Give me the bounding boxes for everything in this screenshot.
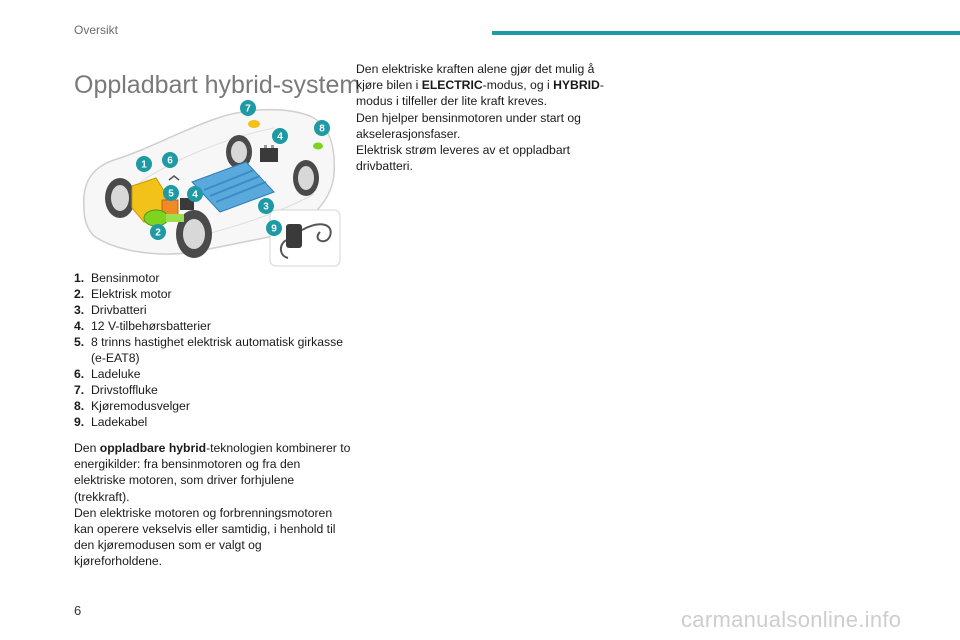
badge-8-label: 6 (167, 156, 173, 167)
badge-2-label: 2 (155, 228, 161, 239)
badge-3-label: 3 (263, 202, 269, 213)
page-number: 6 (74, 603, 82, 618)
legend-item: 7.Drivstoffluke (74, 383, 158, 397)
section-header: Oversikt (74, 23, 119, 37)
power-source-paragraph: Elektrisk strøm leveres av et oppladbart… (356, 143, 571, 174)
charging-cable (269, 209, 341, 267)
badge-9-label: 9 (271, 224, 277, 235)
accessory-battery-rear (260, 148, 278, 162)
legend-item: 5.8 trinns hastighet elektrisk automatis… (74, 335, 343, 365)
legend-item: 1.Bensinmotor (74, 271, 160, 285)
electric-motor (143, 209, 184, 227)
badge-4-rear-label: 4 (277, 132, 283, 143)
drive-mode-selector (168, 175, 180, 181)
legend-item: 3.Drivbatteri (74, 303, 147, 317)
badge-2 (150, 224, 166, 240)
badge-1-label: 1 (141, 160, 147, 171)
badge-4-front (187, 186, 203, 202)
intro-text: Den oppladbare hybrid-teknologien kombin… (74, 440, 352, 570)
legend-item: 2.Elektrisk motor (74, 287, 172, 301)
badge-6 (314, 120, 330, 136)
modes-paragraph: Den elektriske kraften alene gjør det mu… (356, 62, 604, 109)
badge-7 (240, 100, 256, 116)
hybrid-system-illustration: 1 6 5 4 2 3 4 7 8 9 (82, 100, 341, 267)
badge-4-rear (272, 128, 288, 144)
modes-text: Den elektriske kraften alene gjør det mu… (356, 61, 606, 174)
operation-paragraph: Den elektriske motoren og forbrenningsmo… (74, 505, 336, 569)
charging-flap (313, 142, 323, 150)
legend-item: 8.Kjøremodusvelger (74, 399, 190, 413)
rear-right-wheel (293, 160, 319, 196)
front-left-wheel (105, 178, 135, 218)
badge-5 (163, 185, 179, 201)
watermark: carmanualsonline.info (681, 607, 902, 632)
fuel-flap (248, 120, 260, 128)
legend-item: 6.Ladeluke (74, 367, 141, 381)
legend-item: 9.Ladekabel (74, 415, 148, 429)
badge-3 (258, 198, 274, 214)
page-title: Oppladbart hybrid-system (74, 70, 361, 99)
badge-5-label: 5 (168, 189, 174, 200)
traction-battery (191, 161, 275, 213)
badge-8 (162, 152, 178, 168)
rear-left-wheel (226, 135, 252, 169)
badge-6-label: 8 (319, 124, 325, 135)
badge-7-label: 7 (245, 104, 251, 115)
badge-1 (136, 156, 152, 172)
badge-4-front-label: 4 (192, 190, 198, 201)
callout-badges: 1 6 5 4 2 3 4 7 8 9 (136, 100, 330, 240)
front-right-wheel (176, 210, 212, 258)
accessory-battery-front (180, 198, 194, 210)
assist-paragraph: Den hjelper bensinmotoren under start og… (356, 110, 581, 141)
intro-paragraph: Den oppladbare hybrid-teknologien kombin… (74, 441, 351, 504)
component-legend: 1.Bensinmotor 2.Elektrisk motor 3.Drivba… (74, 270, 349, 430)
header-accent-bar (492, 31, 960, 35)
legend-item: 4.12 V-tilbehørsbatterier (74, 319, 211, 333)
badge-9 (266, 220, 282, 236)
